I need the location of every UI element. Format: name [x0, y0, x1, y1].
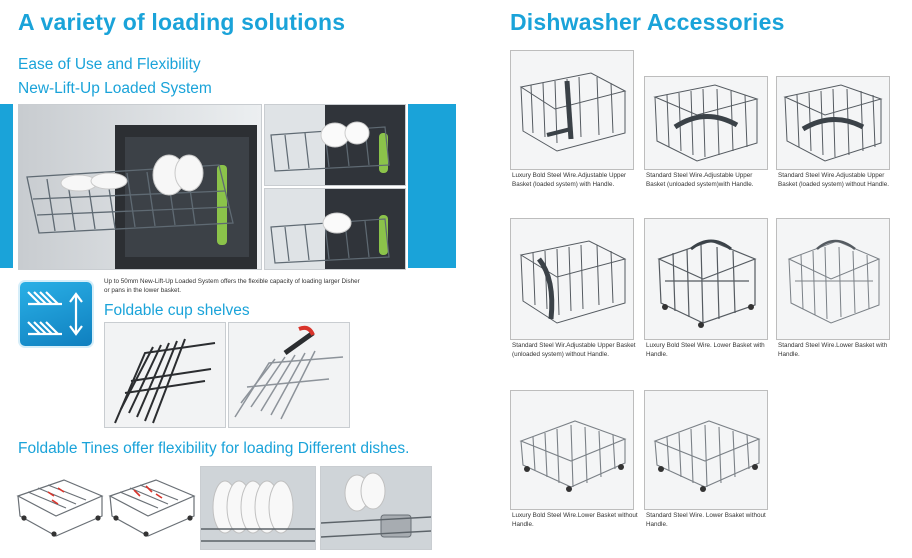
tines-basket-1-image — [14, 468, 104, 540]
accessory-7-image — [510, 390, 634, 510]
right-accent-bar — [408, 104, 456, 268]
liftup-main-photo — [18, 104, 262, 270]
accessory-3-image — [776, 76, 890, 170]
accessory-8-caption: Standard Steel Wire. Lower Bsaket withou… — [646, 512, 766, 528]
accessory-4-caption: Standard Steel Wir.Adjustable Upper Bask… — [512, 342, 636, 358]
cup-shelf-folded-photo — [104, 322, 226, 428]
accessory-1-image — [510, 50, 634, 170]
lift-up-arrows-icon — [20, 282, 92, 346]
liftup-caption: Up to 50mm New-Lift-Up Loaded System off… — [104, 278, 360, 294]
accessory-6-image — [776, 218, 890, 340]
accessory-6-caption: Standard Steel Wire.Lower Basket with Ha… — [778, 342, 888, 358]
cup-shelves-heading: Foldable cup shelves — [104, 302, 250, 319]
accessory-5-caption: Luxury Bold Steel Wire. Lower Basket wit… — [646, 342, 765, 358]
right-page-title: Dishwasher Accessories — [510, 9, 785, 35]
liftup-lowered-photo — [264, 188, 406, 270]
left-subtitle-ease: Ease of Use and Flexibility — [18, 56, 201, 73]
accessory-7-caption: Luxury Bold Steel Wire.Lower Basket with… — [512, 512, 638, 528]
left-subtitle-liftup: New-Lift-Up Loaded System — [18, 80, 212, 97]
accessory-2-caption: Standard Steel Wire.Adjustable Upper Bas… — [646, 172, 754, 188]
left-page-title: A variety of loading solutions — [18, 9, 346, 35]
liftup-raised-photo — [264, 104, 406, 186]
accessory-3-caption: Standard Steel Wire.Adjustable Upper Bas… — [778, 172, 889, 188]
accessory-1-caption: Luxury Bold Steel Wire.Adjustable Upper … — [512, 172, 627, 188]
left-accent-bar — [0, 104, 13, 268]
foldable-tines-heading: Foldable Tines offer flexibility for loa… — [18, 440, 410, 457]
accessory-2-image — [644, 76, 768, 170]
accessory-8-image — [644, 390, 768, 510]
accessory-4-image — [510, 218, 634, 340]
pots-loaded-photo — [320, 466, 432, 550]
cup-shelf-open-photo — [228, 322, 350, 428]
accessory-5-image — [644, 218, 768, 340]
tines-basket-2-image — [106, 468, 196, 540]
plates-loaded-photo — [200, 466, 316, 550]
